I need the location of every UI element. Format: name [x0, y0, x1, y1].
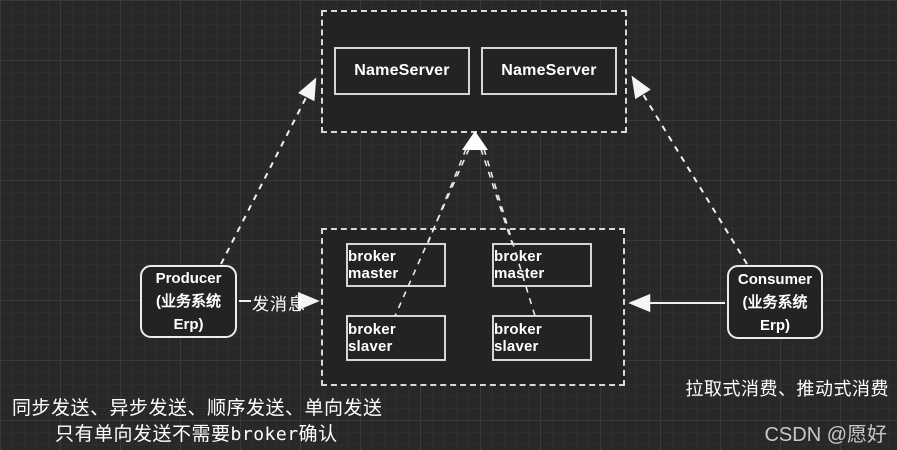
broker-slaver-node-2: broker slaver: [492, 315, 592, 361]
broker-master-1-label: broker master: [348, 248, 399, 282]
producer-nameserver-arrow: [220, 77, 317, 265]
producer-ack-note-post: 确认: [298, 424, 338, 445]
broker-slaver-2-label: broker slaver: [494, 321, 542, 355]
broker-slaver-node-1: broker slaver: [346, 315, 446, 361]
nameserver-node-2: NameServer: [481, 47, 617, 95]
broker-register-arrowhead: [462, 131, 488, 150]
nameserver-node-1-label: NameServer: [354, 62, 450, 79]
producer-send-modes-note: 同步发送、异步发送、顺序发送、单向发送: [12, 398, 383, 419]
consumer-nameserver-arrow: [631, 75, 748, 265]
producer-ack-note-pre: 只有单向发送不需要: [55, 424, 231, 445]
producer-title: Producer: [155, 270, 222, 287]
broker-slaver-1-label: broker slaver: [348, 321, 396, 355]
broker-master-node-1: broker master: [346, 243, 446, 287]
broker-master-node-2: broker master: [492, 243, 592, 287]
csdn-watermark: CSDN @愿好: [764, 424, 887, 446]
nameserver-node-2-label: NameServer: [501, 62, 597, 79]
consumer-subtitle-1: (业务系统: [742, 293, 808, 311]
consumer-node: Consumer (业务系统 Erp): [727, 265, 823, 339]
consumer-modes-note: 拉取式消费、推动式消费: [685, 379, 889, 399]
producer-subtitle-2: Erp): [173, 316, 204, 333]
producer-subtitle-1: (业务系统: [156, 293, 221, 310]
send-message-edge-label: 发消息: [252, 295, 306, 314]
producer-ack-note-code: broker: [230, 424, 299, 445]
consumer-subtitle-2: Erp): [760, 316, 790, 334]
broker-master-2-label: broker master: [494, 248, 545, 282]
producer-node: Producer (业务系统 Erp): [140, 265, 237, 338]
consumer-title: Consumer: [737, 270, 813, 288]
nameserver-node-1: NameServer: [334, 47, 470, 95]
producer-ack-note: 只有单向发送不需要broker确认: [55, 419, 338, 446]
